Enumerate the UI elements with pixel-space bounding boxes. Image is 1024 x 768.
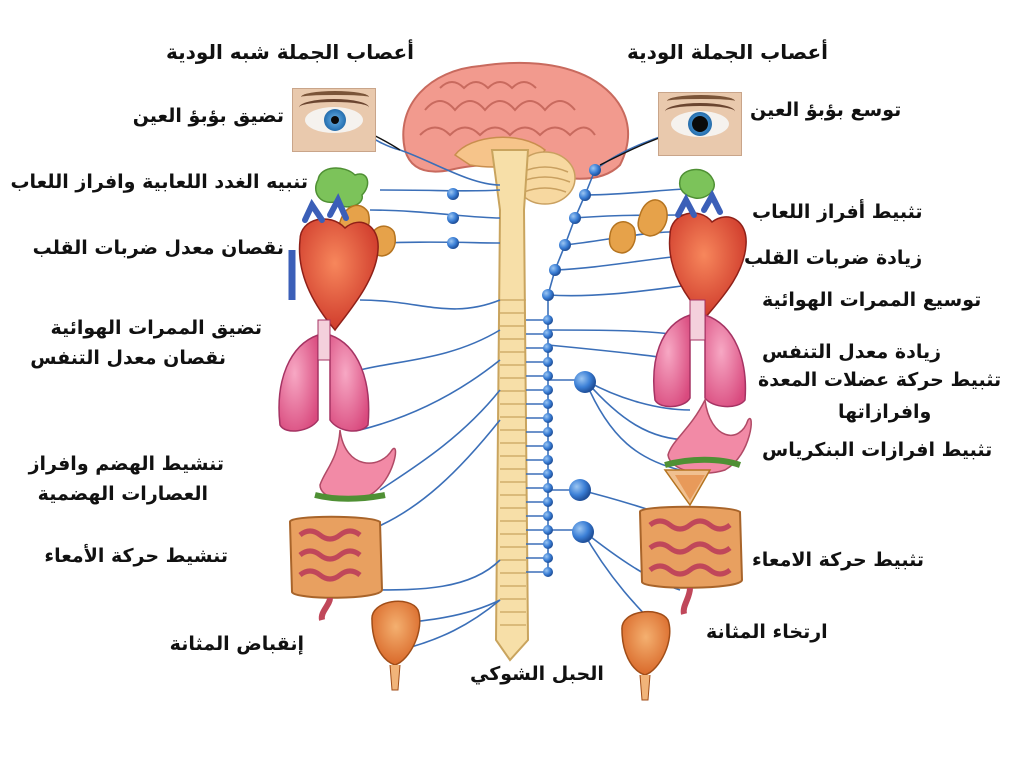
label-left-airways-1: تضيق الممرات الهوائية bbox=[50, 316, 262, 340]
label-spinal-cord: الحبل الشوكي bbox=[470, 662, 604, 686]
label-left-saliva: تنبيه الغدد اللعابية وافراز اللعاب bbox=[10, 170, 308, 194]
ganglion-node bbox=[543, 539, 553, 549]
ganglion-node bbox=[543, 427, 553, 437]
label-right-stomach-1: تثبيط حركة عضلات المعدة bbox=[758, 368, 1001, 392]
left-eye-icon bbox=[292, 88, 376, 152]
ganglion-node bbox=[543, 315, 553, 325]
ganglion-node bbox=[543, 497, 553, 507]
ganglion-node bbox=[543, 483, 553, 493]
label-right-pancreas: تثبيط افرازات البنكرياس bbox=[762, 438, 992, 462]
label-right-airways: توسيع الممرات الهوائية bbox=[762, 288, 981, 312]
bladder-left bbox=[372, 601, 420, 690]
header-parasympathetic: أعصاب الجملة الودية bbox=[627, 40, 828, 64]
ganglion-node bbox=[543, 455, 553, 465]
ganglion-node bbox=[543, 413, 553, 423]
ganglion-node bbox=[543, 329, 553, 339]
ganglion-node bbox=[543, 343, 553, 353]
spinal-cord bbox=[492, 150, 528, 660]
lungs-right bbox=[654, 300, 746, 407]
label-right-breathing: زيادة معدل التنفس bbox=[762, 340, 941, 364]
label-right-intestine: تثبيط حركة الامعاء bbox=[752, 548, 924, 572]
label-left-digest-1: تنشيط الهضم وافراز bbox=[29, 452, 224, 476]
label-right-bladder: ارتخاء المثانة bbox=[706, 620, 828, 644]
label-right-pupil: توسع بؤبؤ العين bbox=[750, 98, 901, 122]
label-left-airways-2: نقصان معدل التنفس bbox=[30, 346, 226, 370]
bladder-right bbox=[622, 612, 670, 700]
label-right-saliva: تثبيط أفراز اللعاب bbox=[752, 200, 923, 224]
ganglion-node bbox=[543, 441, 553, 451]
label-left-heart: نقصان معدل ضربات القلب bbox=[33, 236, 284, 260]
intestines-right bbox=[640, 507, 742, 614]
label-right-heart: زيادة ضربات القلب bbox=[744, 246, 922, 270]
ganglion-node bbox=[543, 469, 553, 479]
ganglion-node bbox=[543, 357, 553, 367]
label-right-stomach-2: وافرازاتها bbox=[838, 400, 931, 424]
label-left-bladder: إنقباض المثانة bbox=[170, 632, 304, 656]
ganglion-node bbox=[543, 567, 553, 577]
label-left-pupil: تضيق بؤبؤ العين bbox=[133, 104, 284, 128]
ganglion-node bbox=[543, 553, 553, 563]
intestines-left bbox=[290, 517, 382, 620]
right-eye-icon bbox=[658, 92, 742, 156]
ganglion-node bbox=[543, 511, 553, 521]
lungs-left bbox=[279, 320, 369, 431]
ganglion-node bbox=[543, 371, 553, 381]
label-left-digest-2: العصارات الهضمية bbox=[38, 482, 208, 506]
ganglion-node bbox=[543, 525, 553, 535]
heart-right bbox=[670, 196, 747, 318]
ganglion-node bbox=[543, 399, 553, 409]
label-left-intestine: تنشيط حركة الأمعاء bbox=[44, 544, 228, 568]
salivary-gland-right-2 bbox=[610, 200, 668, 253]
header-sympathetic: أعصاب الجملة شبه الودية bbox=[166, 40, 414, 64]
ganglion-node bbox=[543, 385, 553, 395]
ganglia-left bbox=[447, 188, 459, 249]
salivary-gland-right bbox=[680, 170, 715, 199]
stomach-left bbox=[315, 430, 396, 500]
